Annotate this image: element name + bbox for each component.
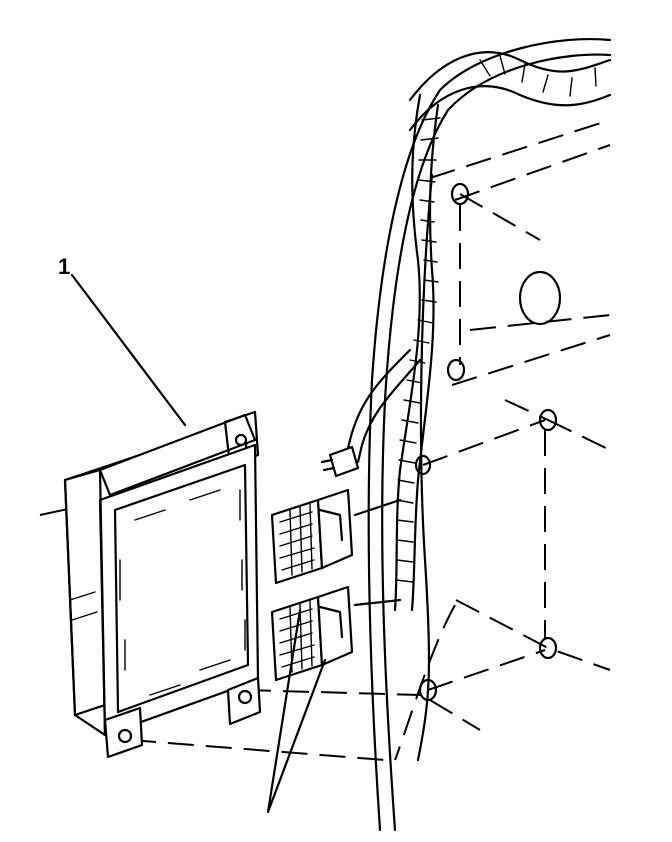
callout-1: 1 — [58, 254, 187, 427]
control-module — [63, 410, 262, 759]
inline-connector — [320, 445, 360, 478]
connector-lower — [270, 585, 354, 682]
connector-upper — [270, 488, 354, 585]
wiring-harness — [343, 51, 612, 612]
callout-label: 1 — [58, 254, 70, 279]
access-hole — [518, 270, 562, 326]
connector-leader — [266, 608, 327, 814]
callout-leader-line — [70, 273, 187, 427]
